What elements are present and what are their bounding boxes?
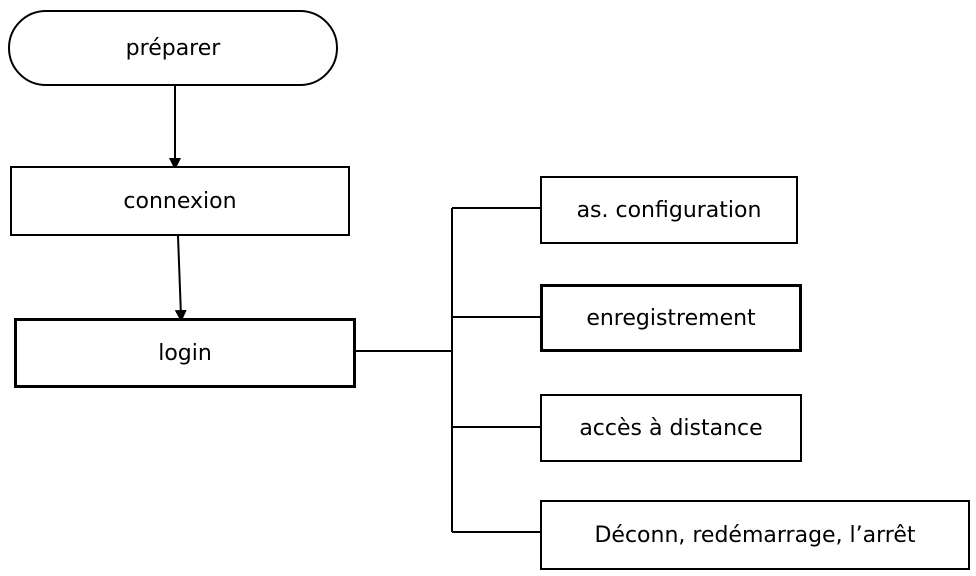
node-connection-label: connexion bbox=[123, 188, 237, 214]
node-connection: connexion bbox=[10, 166, 350, 236]
node-record: enregistrement bbox=[540, 284, 802, 352]
arrow-connection-to-login bbox=[174, 235, 187, 322]
node-start-label: préparer bbox=[125, 35, 221, 61]
node-login-label: login bbox=[158, 340, 212, 366]
node-record-label: enregistrement bbox=[586, 305, 756, 331]
node-config: as. configuration bbox=[540, 176, 798, 244]
node-config-label: as. configuration bbox=[576, 197, 762, 223]
node-shutdown-label: Déconn, redémarrage, l’arrêt bbox=[594, 522, 916, 548]
node-remote-label: accès à distance bbox=[579, 415, 763, 441]
node-shutdown: Déconn, redémarrage, l’arrêt bbox=[540, 500, 970, 570]
node-remote: accès à distance bbox=[540, 394, 802, 462]
node-login: login bbox=[14, 318, 356, 388]
node-start: préparer bbox=[8, 10, 338, 86]
